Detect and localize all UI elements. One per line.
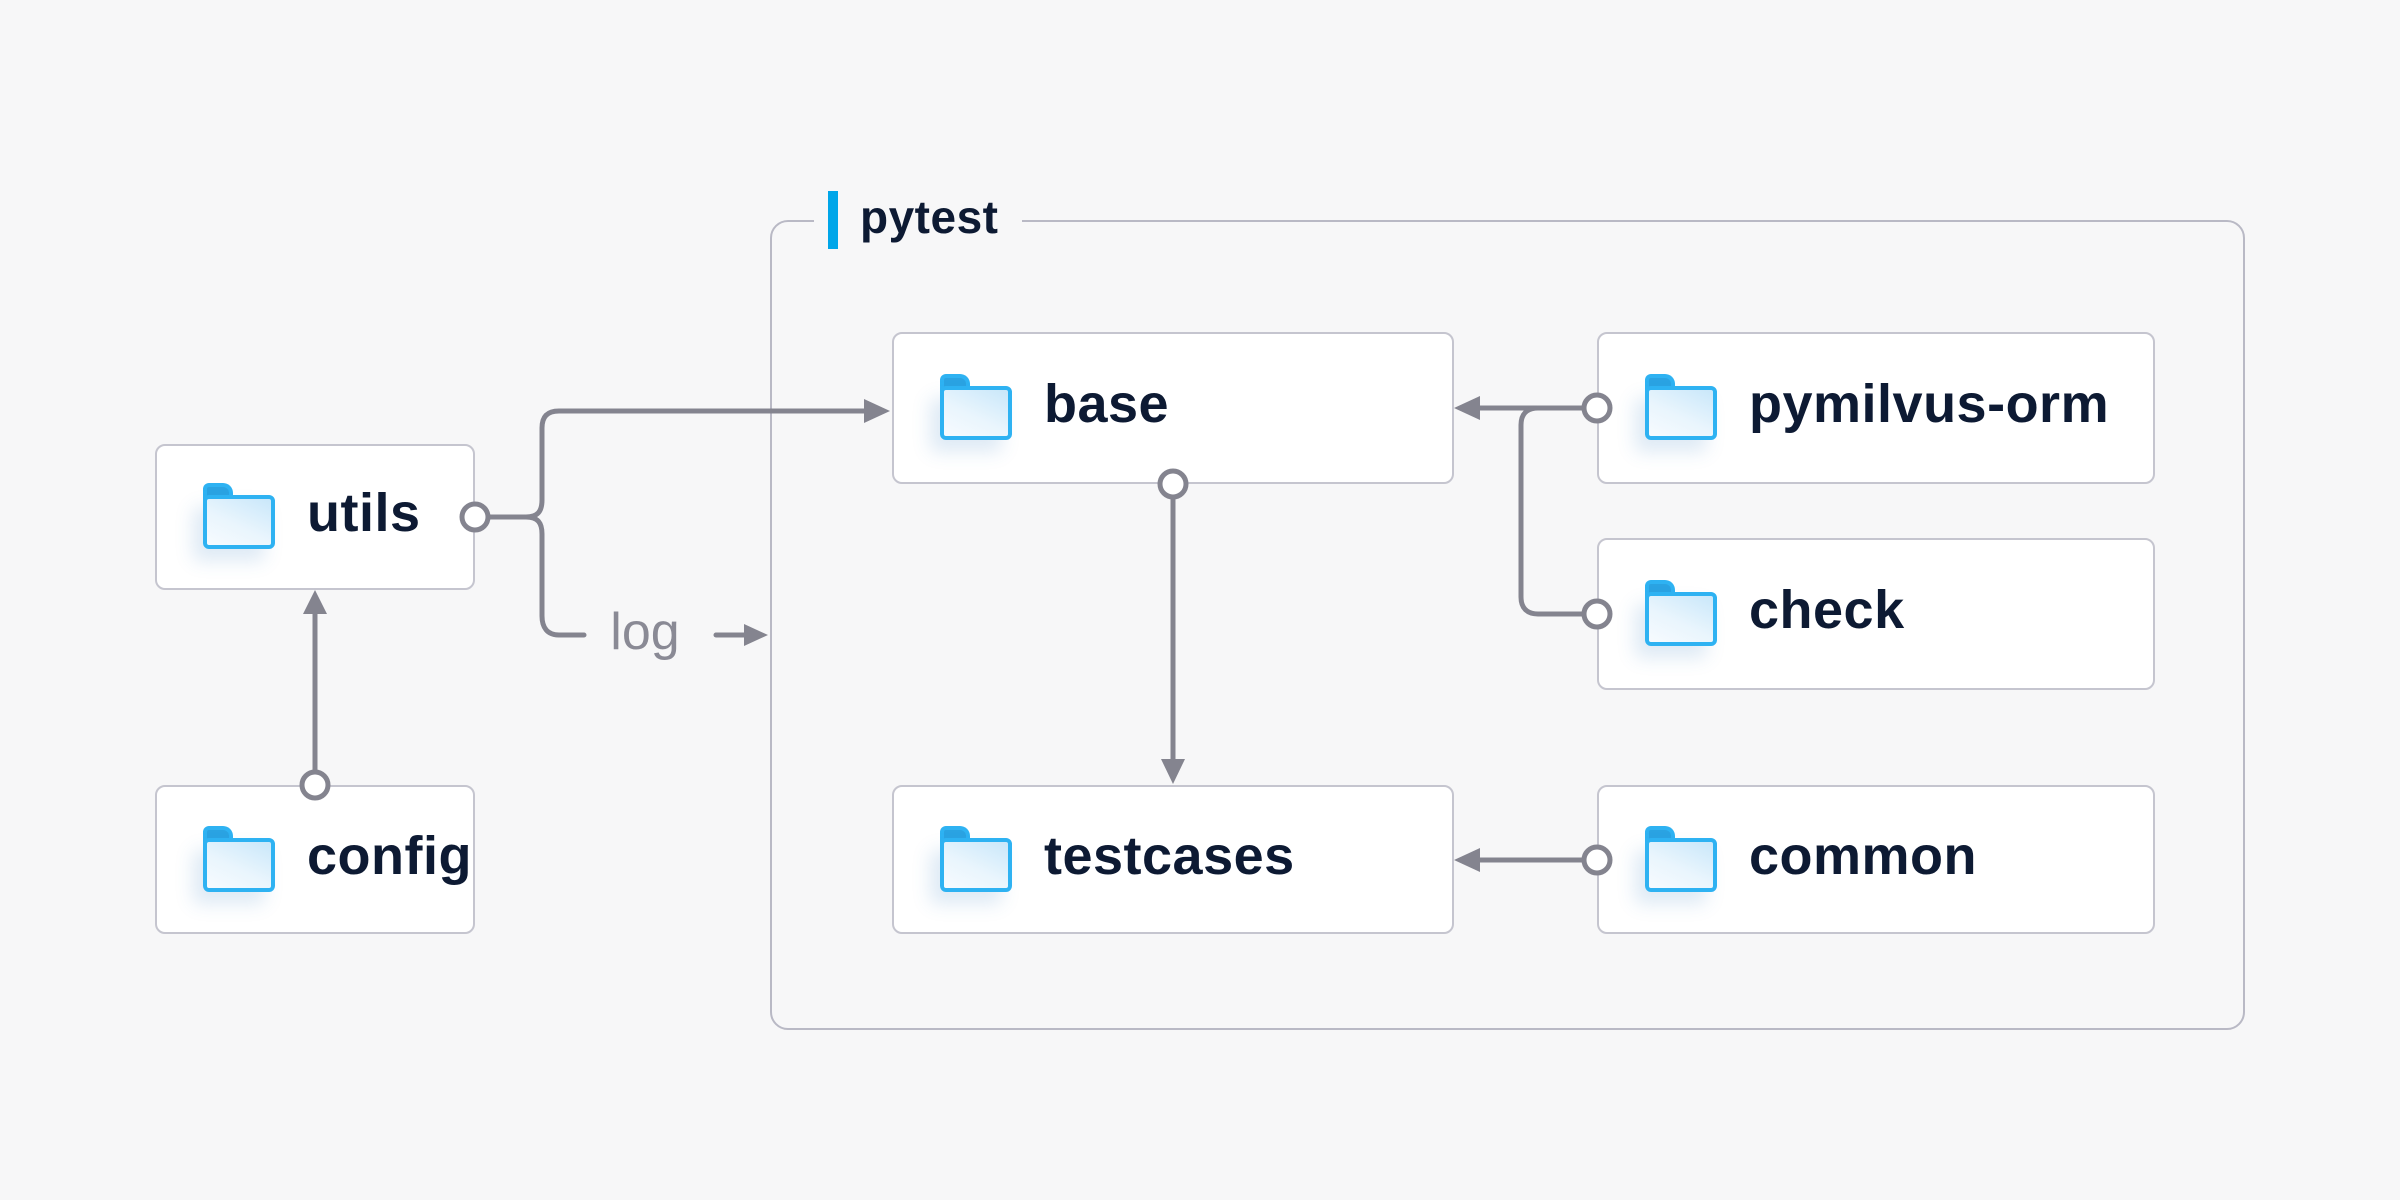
node-label: utils bbox=[307, 483, 421, 543]
folder-icon bbox=[940, 374, 1012, 440]
pytest-group-title: pytest bbox=[860, 191, 999, 243]
node-label: base bbox=[1044, 374, 1170, 434]
edge-config-utils bbox=[303, 590, 327, 775]
node-label: check bbox=[1749, 580, 1905, 640]
node-pymilvus-orm[interactable]: pymilvus-orm bbox=[1597, 332, 2155, 484]
edge-label-log: log bbox=[610, 603, 680, 661]
pytest-group-label: pytest bbox=[814, 190, 1023, 250]
node-testcases[interactable]: testcases bbox=[892, 785, 1454, 934]
accent-bar-icon bbox=[828, 191, 838, 249]
folder-icon bbox=[940, 825, 1012, 892]
arrowhead-up-icon bbox=[303, 590, 327, 614]
node-base[interactable]: base bbox=[892, 332, 1454, 484]
node-label: pymilvus-orm bbox=[1749, 374, 2110, 434]
node-label: config bbox=[307, 825, 472, 886]
node-common[interactable]: common bbox=[1597, 785, 2155, 934]
node-label: testcases bbox=[1044, 825, 1295, 886]
node-config[interactable]: config bbox=[155, 785, 475, 934]
folder-icon bbox=[203, 483, 275, 549]
arrowhead-right-icon bbox=[744, 624, 768, 646]
node-utils[interactable]: utils bbox=[155, 444, 475, 590]
folder-icon bbox=[1645, 374, 1717, 440]
node-check[interactable]: check bbox=[1597, 538, 2155, 690]
pytest-group: pytest bbox=[770, 190, 2245, 1030]
folder-icon bbox=[1645, 825, 1717, 892]
node-label: common bbox=[1749, 825, 1978, 886]
folder-icon bbox=[203, 825, 275, 892]
folder-icon bbox=[1645, 580, 1717, 646]
